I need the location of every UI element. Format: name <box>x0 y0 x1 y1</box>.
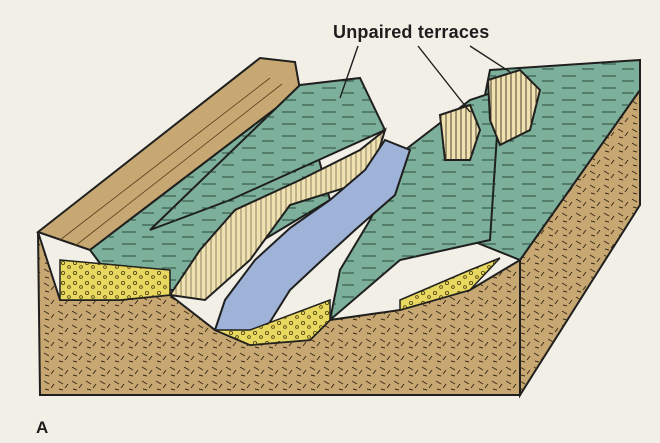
unpaired-terraces-label: Unpaired terraces <box>333 22 489 43</box>
leader-line-right <box>470 46 510 72</box>
panel-label: A <box>36 418 48 438</box>
leader-line-left <box>418 46 470 112</box>
